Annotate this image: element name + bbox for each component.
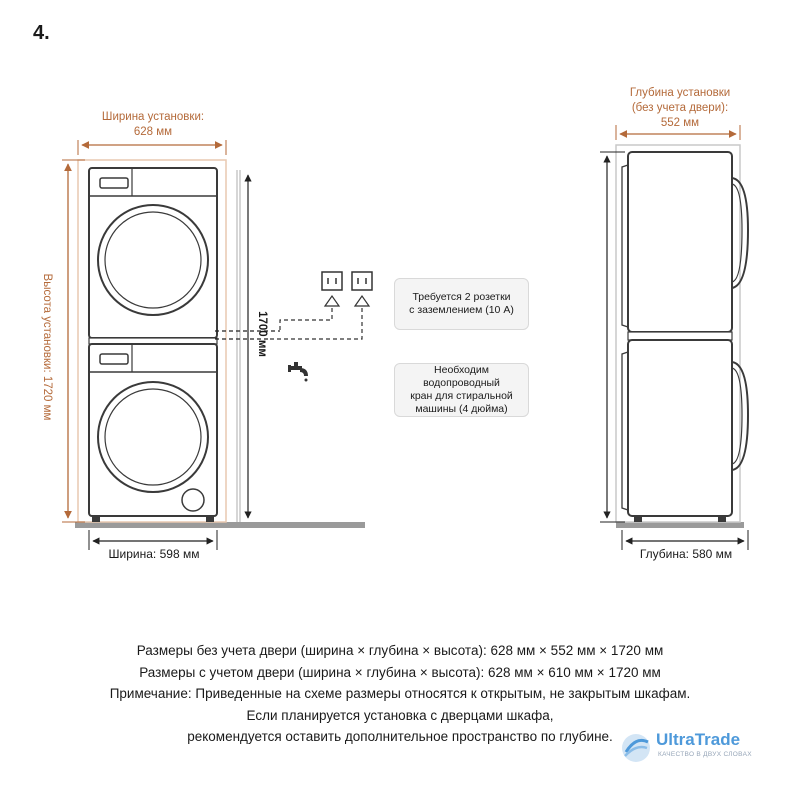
side-cabinet-outline xyxy=(615,144,741,523)
note-line: Если планируется установка с дверцами шк… xyxy=(246,707,554,723)
dimensions-with-door: Размеры с учетом двери (ширина × глубина… xyxy=(139,664,661,680)
plug-icon xyxy=(323,294,341,307)
sockets-note: Требуется 2 розетки с заземлением (10 А) xyxy=(394,278,529,330)
install-height-wrap: Высота установки: 1720 мм xyxy=(0,274,137,421)
front-floor xyxy=(75,522,365,528)
dimensions-notes: Размеры без учета двери (ширина × глубин… xyxy=(0,640,800,748)
dryer-front xyxy=(88,167,218,339)
tap-note: Необходим водопроводный кран для стираль… xyxy=(394,363,529,417)
washer-side xyxy=(621,339,750,522)
side-floor xyxy=(616,522,744,528)
tap-note-line: Необходим xyxy=(434,364,489,376)
install-width-label-text: Ширина установки: xyxy=(101,111,205,123)
front-cabinet-outline xyxy=(77,159,227,523)
service-hatch xyxy=(181,488,205,512)
washer-front xyxy=(88,343,218,522)
step-number: 4. xyxy=(33,22,50,44)
washer-drawer xyxy=(99,353,129,365)
socket-icon xyxy=(321,271,343,291)
note-line: рекомендуется оставить дополнительное пр… xyxy=(187,729,613,744)
dryer-side xyxy=(621,151,750,333)
tap-note-line: водопроводный xyxy=(423,377,500,389)
washer-door-side xyxy=(731,361,750,471)
socket-icon xyxy=(351,271,373,291)
install-width-value: 628 мм xyxy=(133,126,173,138)
dimensions-without-door: Размеры без учета двери (ширина × глубин… xyxy=(136,643,664,658)
dryer-drawer xyxy=(99,177,129,189)
install-depth-line: Глубина установки xyxy=(629,87,731,99)
utilities xyxy=(270,271,373,382)
brand-name: UltraTrade xyxy=(656,730,741,749)
front-view xyxy=(62,140,365,550)
install-width-label: Ширина установки: 628 мм xyxy=(78,110,228,140)
tap-note-line: машины (4 дюйма) xyxy=(415,403,508,415)
sockets-note-line: с заземлением (10 А) xyxy=(409,304,514,316)
dryer-door-side xyxy=(731,177,750,289)
brand-watermark: UltraTrade КАЧЕСТВО В ДВУХ СЛОВАХ xyxy=(620,730,780,766)
width-label: Ширина: 598 мм xyxy=(108,547,200,561)
pipe-height-label: 1700 мм xyxy=(256,311,268,357)
dryer-door xyxy=(97,204,209,316)
side-view xyxy=(600,125,750,550)
washer-door xyxy=(97,381,209,493)
pipe-height-wrap: 1700 мм xyxy=(222,311,302,357)
plug-icon xyxy=(353,294,371,307)
note-line: Примечание: Приведенные на схеме размеры… xyxy=(109,686,691,701)
install-depth-label: Глубина установки (без учета двери): 552… xyxy=(600,86,760,131)
brand-logo-icon xyxy=(622,734,650,762)
depth-label: Глубина: 580 мм xyxy=(639,547,733,561)
brand-tagline: КАЧЕСТВО В ДВУХ СЛОВАХ xyxy=(658,751,752,758)
install-depth-value: 552 мм xyxy=(660,117,700,129)
water-tap-icon xyxy=(288,362,308,382)
install-depth-line: (без учета двери): xyxy=(631,102,729,114)
install-height-label: Высота установки: 1720 мм xyxy=(41,273,53,421)
tap-note-line: кран для стиральной xyxy=(410,390,513,402)
sockets-note-line: Требуется 2 розетки xyxy=(412,291,511,303)
